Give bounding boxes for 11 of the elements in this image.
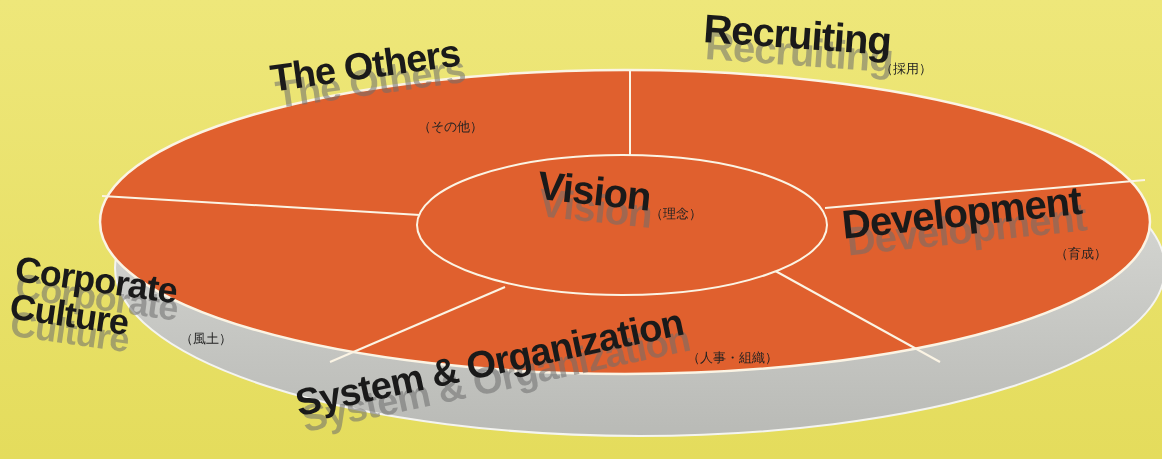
sector-note: （育成） — [1055, 245, 1107, 263]
sector-title: Corporate Culture — [7, 250, 181, 345]
sector-note: （人事・組織） — [687, 349, 778, 367]
sector-note: （その他） — [418, 118, 483, 136]
sector-title: System & Organization — [292, 302, 687, 423]
sector-title: Development — [840, 179, 1084, 245]
sector-title: Recruiting — [702, 8, 893, 61]
sector-note: （風土） — [180, 330, 232, 348]
sector-title: Vision — [535, 165, 653, 217]
sector-title: The Others — [268, 33, 463, 98]
sector-note: （理念） — [650, 205, 702, 223]
